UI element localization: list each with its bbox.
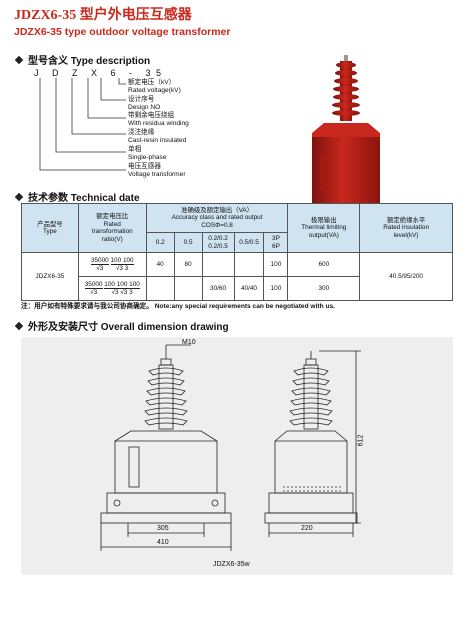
- cell-r1-0.5-0.5: [233, 252, 265, 277]
- diamond-bullet-icon: [14, 55, 24, 65]
- cell-r2-0.5-0.5: 40/40: [233, 276, 265, 301]
- cell-r1-0.5: 80: [173, 252, 203, 277]
- tech-heading-text: 技术参数 Technical date: [28, 193, 140, 204]
- drawing-caption: JDZX6-35w: [213, 561, 250, 568]
- accuracy-col-0.2: 0.2: [145, 232, 175, 253]
- dim-height: 612: [357, 434, 365, 447]
- accuracy-col-0.5-0.5: 0.5/0.5: [233, 232, 265, 253]
- cell-r2-0.2-combined: 30/60: [201, 276, 235, 301]
- desc-voltage: 额定电压（kV）Rated voltage(kV): [128, 79, 181, 95]
- table-row: 35000√3 100 100 100√3 √3 3 30/60 40/40 1…: [22, 276, 453, 301]
- leader-line-voltage: [118, 78, 126, 85]
- diamond-bullet-icon: [14, 192, 24, 202]
- dimension-drawing: M10 305 410 220 612: [21, 337, 453, 575]
- accuracy-col-3p-6p: 3P 6P: [263, 232, 289, 253]
- model-section-heading: 型号含义 Type description: [14, 52, 150, 67]
- cell-r1-3p: 100: [263, 252, 289, 277]
- leader-line-transformer: [39, 78, 126, 171]
- dim-base-outer: 410: [157, 539, 169, 546]
- cell-r1-0.2: 40: [145, 252, 175, 277]
- cell-r2-thermal: 300: [287, 276, 361, 301]
- leader-line-winding: [87, 78, 126, 119]
- cell-r2-0.5: [173, 276, 203, 301]
- cell-ratio-1: 35000√3 100 100√3 3: [77, 252, 147, 277]
- leader-line-cast: [71, 78, 126, 135]
- cell-insulation: 40.5/95/200: [359, 252, 453, 301]
- cell-model: JDZX6-35: [21, 252, 79, 301]
- model-heading-text: 型号含义 Type description: [28, 56, 151, 67]
- header-accuracy: 准确级及额定输出（VA）Accuracy class and rated out…: [145, 203, 289, 233]
- accuracy-col-0.5: 0.5: [173, 232, 203, 253]
- table-row: JDZX6-35 35000√3 100 100√3 3 40 80 100 6…: [21, 252, 453, 301]
- tech-section-heading: 技术参数 Technical date: [14, 189, 140, 204]
- dim-bolt: M10: [182, 339, 196, 346]
- drawing-heading-text: 外形及安装尺寸 Overall dimension drawing: [28, 322, 229, 333]
- dim-side-width: 220: [301, 525, 313, 532]
- diamond-bullet-icon: [14, 321, 24, 331]
- dim-base-inner: 305: [157, 525, 169, 532]
- page-title: JDZX6-35 型户外电压互感器: [14, 8, 192, 23]
- cell-r2-0.2: [145, 276, 175, 301]
- cell-r1-0.2-combined: [201, 252, 235, 277]
- accuracy-col-0.2-combined: 0.2/0.2 0.2/0.5: [201, 232, 235, 253]
- cell-r1-thermal: 600: [287, 252, 361, 277]
- drawing-section-heading: 外形及安装尺寸 Overall dimension drawing: [14, 318, 229, 333]
- model-code: J D Z X 6 - 35: [34, 68, 167, 78]
- cell-r2-3p: 100: [263, 276, 289, 301]
- leader-line-design: [100, 78, 126, 101]
- model-code-leader-lines: [39, 78, 126, 171]
- page-subtitle: JDZX6-35 type outdoor voltage transforme…: [14, 26, 231, 38]
- dimension-drawing-svg: [100, 344, 361, 551]
- table-note: 注：用户如有特殊要求请与我公司协商确定。 Note:any special re…: [21, 303, 335, 310]
- leader-line-single: [55, 78, 126, 153]
- cell-ratio-2: 35000√3 100 100 100√3 √3 3: [77, 276, 147, 301]
